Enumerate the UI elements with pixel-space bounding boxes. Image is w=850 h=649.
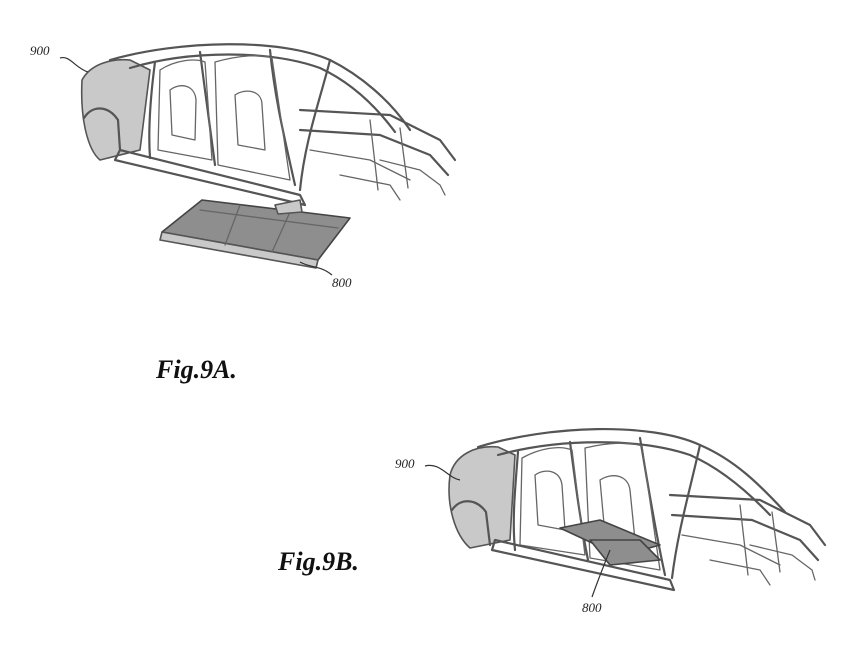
vehicle-body-9b (448, 428, 827, 592)
ref-900-9a: 900 (30, 43, 50, 58)
leader-800-9a (299, 261, 333, 276)
ref-800-9a: 800 (332, 275, 352, 290)
leader-800-9b (591, 549, 611, 598)
figure-caption-9b: Fig.9B. (277, 547, 359, 576)
ref-800-9b: 800 (582, 600, 602, 615)
figure-9b: 900 800 Fig.9B. (277, 428, 827, 615)
leader-900-9b (424, 464, 461, 481)
vehicle-body-9a (80, 43, 457, 207)
ref-900-9b: 900 (395, 456, 415, 471)
battery-pack-9a (159, 199, 351, 269)
figure-caption-9a: Fig.9A. (155, 355, 237, 384)
watermark: 车东西 (728, 609, 811, 639)
figure-9a: 900 800 Fig.9A. (30, 43, 457, 384)
watermark-logo: 车东西 (728, 609, 811, 639)
leader-900-9a (59, 56, 89, 73)
